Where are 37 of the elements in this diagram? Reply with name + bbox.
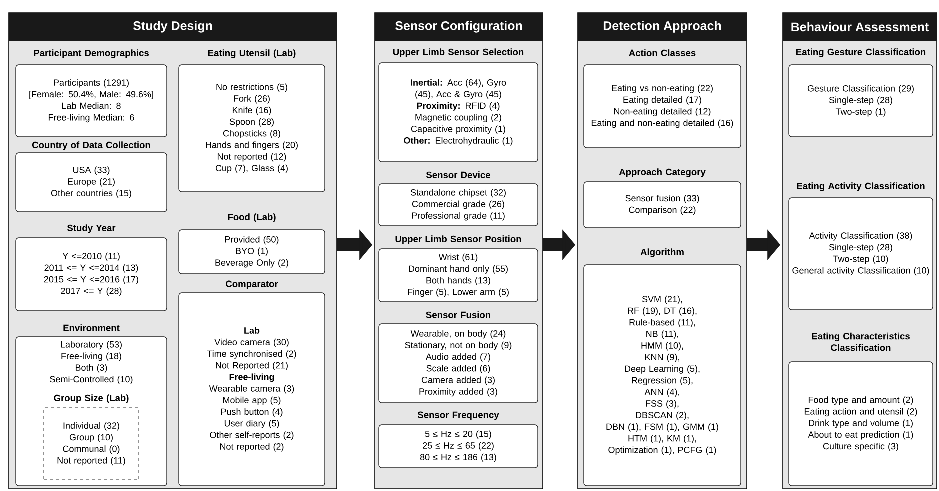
node-label: Approach Category: [619, 168, 706, 178]
category-box: Sensor Fusion Wearable, on body (24) Stationary, not on body (9) Audio added (7) Scale added (6) Camera added (3) Proximity added (3): [378, 312, 538, 404]
node-label: Sensor Device: [426, 172, 490, 178]
category-box: Eating Gesture Classification Gesture Classification (29) Single-step (28) Two-step (1): [788, 48, 934, 138]
node-label: Upper Limb Sensor Selection: [393, 48, 524, 58]
category-box: Algorithm SVM (21), RF (19), DT (16), Rule-based (11), NB (11), HMM (10), KNN (9), Deep Learning (5), Regression (5), ANN (4), FSS (3), DBSCAN (2), DBN (1), FSM (1), GMM (1) HTM (1), KM (1), Optimization (1), PCFG (1): [584, 248, 742, 486]
category-box: Approach Category Sensor fusion (33) Comparison (22): [584, 168, 742, 228]
category-box: Comparator Lab Video camera (30) Time synchronised (2) Not Reported (21) Free-living Wearable camera (3) Mobile app (5) Push button (4) User diary (5) Other self-reports (2) Not reported (2): [178, 280, 326, 486]
category-box: Upper Limb Sensor Position Wrist (61) Dominant hand only (55) Both hands (13) Finger (5), Lower arm (5): [378, 236, 538, 302]
node-label: Action Classes: [629, 50, 696, 56]
node-label: Group Size (Lab): [54, 394, 129, 404]
category-box: Eating Activity Classification Activity Classification (38) Single-step (28) Two-step (10) General activity Classification (10): [788, 182, 934, 310]
category-box: Eating Utensil (Lab) No restrictions (5) Fork (26) Knife (16) Spoon (28) Chopsticks (8) Hands and fingers (20) Not reported (12) Cup (7), Glass (4): [178, 50, 326, 192]
node-label: Sensor Fusion: [426, 312, 490, 318]
node-label: Food (Lab): [228, 214, 276, 222]
node-label: Upper Limb Sensor Position: [396, 236, 522, 244]
category-box: Country of Data Collection USA (33) Europe (21) Other countries (15): [16, 142, 168, 212]
node-label: Algorithm: [640, 248, 684, 258]
group-box: Group Size (Lab) Individual (32) Group (10) Communal (0) Not reported (11): [44, 394, 140, 480]
category-box: Action Classes Eating vs non-eating (22) Eating detailed (17) Non-eating detailed (12) Eating and non-eating detailed (16): [584, 50, 742, 148]
node-label: Eating Characteristics Classification: [812, 332, 910, 352]
node-label: Country of Data Collection: [32, 142, 150, 150]
category-box: Participant Demographics Participants (1291) [Female: 50.4%, Male: 49.6%] Lab Median: 8 Free-living Median: 6: [16, 50, 168, 138]
category-box: Eating Characteristics Classification Food type and amount (2) Eating action and utensil (2) Drink type and volume (1) About to eat prediction (1) Culture specific (3): [788, 332, 934, 486]
node-label: Eating Gesture Classification: [796, 48, 926, 58]
node-label: Participant Demographics: [34, 50, 149, 58]
node-label: Eating Activity Classification: [797, 182, 925, 192]
node-label: Eating Utensil (Lab): [208, 50, 296, 58]
node-label: Comparator: [226, 280, 278, 290]
category-box: Sensor Frequency 5 ≤ Hz ≤ 20 (15) 25 ≤ Hz ≤ 65 (22) 80 ≤ Hz ≤ 186 (13): [378, 412, 538, 468]
category-box: Food (Lab) Provided (50) BYO (1) Beverage Only (2): [178, 214, 326, 274]
category-box: Upper Limb Sensor Selection Inertial: Acc (64), Gyro (45), Acc & Gyro (45) Proximity: RFID (4) Magnetic coupling (2) Capacitive proximity (1) Other: Electrohydraulic (1): [378, 48, 538, 162]
node-label: Sensor Frequency: [418, 412, 500, 420]
node-label: Study Year: [67, 224, 116, 234]
category-box: Sensor Device Standalone chipset (32) Commercial grade (26) Professional grade (11): [378, 172, 538, 226]
node-label: Environment: [64, 324, 120, 332]
category-box: Study Year Y <=2010 (11) 2011 <= Y <=2014 (13) 2015 <= Y <=2016 (17) 2017 <= Y (28): [16, 224, 168, 312]
